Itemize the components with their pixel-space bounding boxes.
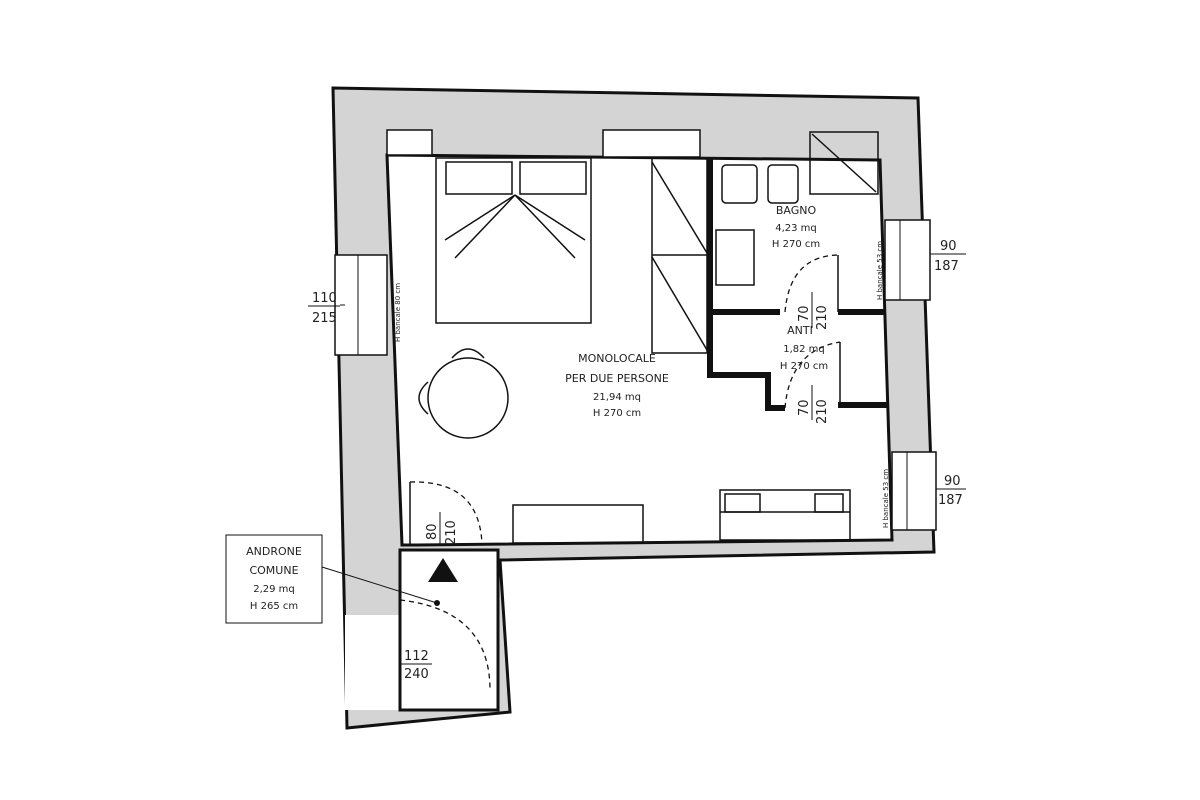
dining-table	[418, 348, 509, 439]
entrance-arrow-icon	[428, 558, 458, 582]
androne-height: H 265 cm	[250, 601, 298, 612]
window-right-top-width: 90	[940, 239, 957, 254]
window-right-top	[884, 219, 931, 301]
door-entrance-height: 210	[444, 520, 459, 545]
window-right-bottom-width: 90	[944, 474, 961, 489]
window-left-width: 110	[312, 291, 337, 306]
bagno-height: H 270 cm	[772, 239, 820, 250]
window-right-top-height: 187	[934, 259, 959, 274]
door-bagno-width: 70	[797, 305, 812, 322]
monolocale-name2: PER DUE PERSONE	[565, 372, 669, 385]
door-bagno-height: 210	[815, 305, 830, 330]
window-right-bottom-height: 187	[938, 493, 963, 508]
monolocale-height: H 270 cm	[593, 408, 641, 419]
door-androne-height: 240	[404, 667, 429, 682]
androne-label-box	[225, 534, 323, 624]
door-androne-width: 112	[404, 649, 429, 664]
bathroom-walls	[707, 158, 888, 411]
androne-space	[345, 615, 400, 710]
monolocale-area: 21,94 mq	[593, 392, 641, 403]
kitchen	[512, 489, 851, 544]
anti-area: 1,82 mq	[783, 344, 825, 355]
window-right-top-sill: H bancale 53 cm	[876, 241, 884, 300]
anti-name: ANTI	[787, 324, 813, 337]
androne-name: ANDRONE	[246, 545, 302, 558]
bagno-name: BAGNO	[776, 204, 817, 217]
androne-area: 2,29 mq	[253, 584, 295, 595]
wardrobe	[651, 157, 708, 354]
window-left	[334, 254, 388, 356]
bagno-area: 4,23 mq	[775, 223, 817, 234]
door-anti-width: 70	[797, 399, 812, 416]
anti-height: H 270 cm	[780, 361, 828, 372]
double-bed	[435, 157, 592, 324]
window-right-bottom	[891, 451, 937, 531]
bathroom-fixtures	[715, 131, 879, 286]
window-left-sill: H bancale 80 cm	[394, 283, 402, 342]
window-right-bottom-sill: H bancale 53 cm	[882, 469, 890, 528]
door-swings	[399, 254, 841, 691]
androne-name2: COMUNE	[249, 564, 298, 577]
door-entrance-width: 80	[425, 523, 440, 540]
window-top-right	[602, 129, 701, 158]
door-anti-height: 210	[815, 399, 830, 424]
window-left-height: 215	[312, 311, 337, 326]
monolocale-name: MONOLOCALE	[578, 352, 656, 365]
window-top-left	[386, 129, 433, 156]
